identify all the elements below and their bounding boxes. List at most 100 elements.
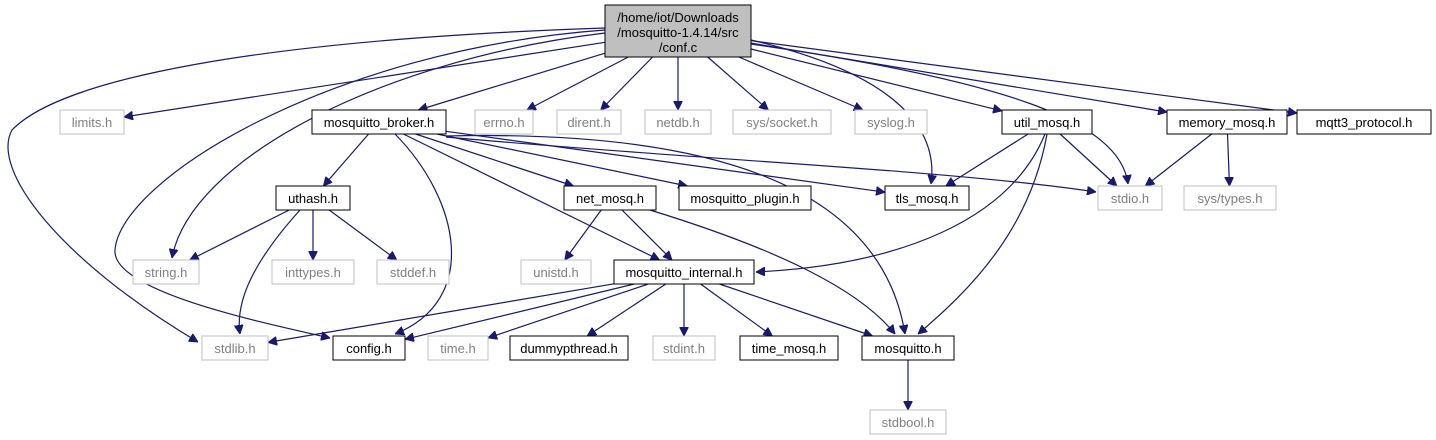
node-label: time_mosq.h	[752, 341, 826, 356]
node-label: syslog.h	[867, 115, 915, 130]
node-label: mosquitto_broker.h	[324, 115, 435, 130]
edge-mosquitto-internal-to-stdlib	[268, 283, 615, 343]
root-path-line-3: /conf.c	[659, 40, 698, 55]
edge-net-mosq-to-mosquitto	[649, 209, 895, 334]
edge-mosquitto-internal-to-dummypthread	[587, 283, 667, 336]
edge-mosquitto-broker-to-uthash	[323, 133, 370, 186]
node-syslog: syslog.h	[854, 109, 928, 135]
node-time-mosq[interactable]: time_mosq.h	[739, 335, 839, 361]
node-label: string.h	[145, 265, 188, 280]
edge-mosquitto-internal-to-mosquitto	[719, 283, 872, 336]
node-label: sys/types.h	[1197, 191, 1262, 206]
node-stdio: stdio.h	[1097, 185, 1163, 211]
node-box	[1296, 109, 1432, 135]
node-box	[1183, 185, 1277, 211]
node-box	[884, 185, 970, 211]
node-uthash[interactable]: uthash.h	[275, 185, 351, 211]
node-box	[132, 259, 200, 285]
node-mqtt3-protocol[interactable]: mqtt3_protocol.h	[1296, 109, 1432, 135]
node-label: mosquitto.h	[874, 341, 941, 356]
node-mosquitto[interactable]: mosquitto.h	[861, 335, 955, 361]
node-label: util_mosq.h	[1014, 115, 1080, 130]
edge-root-to-mqtt3-protocol	[750, 40, 1297, 113]
edge-root-to-mosquitto-broker	[418, 52, 606, 110]
node-config[interactable]: config.h	[332, 335, 406, 361]
node-tls-mosq[interactable]: tls_mosq.h	[884, 185, 970, 211]
node-box	[861, 335, 955, 361]
node-label: inttypes.h	[285, 265, 341, 280]
node-label: uthash.h	[288, 191, 338, 206]
edge-memory-mosq-to-stdio	[1145, 133, 1213, 186]
edge-uthash-to-stddef	[328, 209, 397, 260]
node-dirent: dirent.h	[556, 109, 622, 135]
node-inttypes: inttypes.h	[271, 259, 355, 285]
root-node-conf-c[interactable]: /home/iot/Downloads /mosquitto-1.4.14/sr…	[604, 4, 752, 58]
node-unistd: unistd.h	[520, 259, 592, 285]
edge-root-to-util-mosq	[750, 48, 1002, 111]
node-limits: limits.h	[59, 109, 125, 135]
node-sys-socket: sys/socket.h	[732, 109, 832, 135]
edge-mosquitto-broker-to-stdio	[445, 136, 1096, 192]
edge-util-mosq-to-mosquitto-internal	[756, 133, 1046, 272]
edge-util-mosq-to-tls-mosq	[946, 133, 1029, 186]
edge-util-mosq-to-mosquitto	[918, 133, 1048, 334]
node-box	[854, 109, 928, 135]
node-box	[613, 259, 755, 285]
edge-root-to-errno	[527, 56, 629, 111]
node-net-mosq[interactable]: net_mosq.h	[563, 185, 657, 211]
edge-mosquitto-broker-to-mosquitto-internal	[403, 133, 659, 261]
node-box	[1097, 185, 1163, 211]
edge-uthash-to-stdlib	[239, 209, 301, 334]
node-label: dummypthread.h	[520, 341, 618, 356]
node-memory-mosq[interactable]: memory_mosq.h	[1166, 109, 1288, 135]
node-time: time.h	[427, 335, 489, 361]
node-box	[739, 335, 839, 361]
edge-root-to-limits	[124, 41, 606, 117]
node-mosquitto-plugin[interactable]: mosquitto_plugin.h	[678, 185, 812, 211]
node-errno: errno.h	[474, 109, 534, 135]
node-mosquitto-internal[interactable]: mosquitto_internal.h	[613, 259, 755, 285]
node-sys-types: sys/types.h	[1183, 185, 1277, 211]
edge-util-mosq-to-stdio	[1059, 133, 1117, 186]
node-box	[201, 335, 269, 361]
node-box	[474, 109, 534, 135]
node-box	[59, 109, 125, 135]
node-box	[1001, 109, 1093, 135]
edge-mosquitto-internal-to-time	[488, 283, 649, 338]
node-util-mosq[interactable]: util_mosq.h	[1001, 109, 1093, 135]
edge-root-to-stdio	[750, 43, 1128, 184]
node-dummypthread[interactable]: dummypthread.h	[509, 335, 629, 361]
edge-mosquitto-broker-to-mosquitto	[445, 134, 905, 334]
node-box	[644, 109, 712, 135]
edge-root-to-syslog	[738, 56, 863, 110]
edge-root-to-sys-socket	[707, 56, 769, 110]
node-stdint: stdint.h	[652, 335, 716, 361]
node-box	[869, 409, 947, 435]
node-netdb: netdb.h	[644, 109, 712, 135]
edge-mosquitto-broker-to-mosquitto-plugin	[436, 133, 687, 186]
node-stddef: stddef.h	[376, 259, 450, 285]
node-box	[520, 259, 592, 285]
node-label: stdio.h	[1111, 191, 1149, 206]
edge-mosquitto-broker-to-tls-mosq	[445, 130, 885, 192]
edge-uthash-to-string	[190, 209, 290, 261]
edge-root-to-stdlib	[7, 27, 606, 343]
node-label: netdb.h	[656, 115, 699, 130]
node-box	[556, 109, 622, 135]
node-label: config.h	[346, 341, 392, 356]
node-label: time.h	[440, 341, 475, 356]
node-box	[311, 109, 447, 135]
node-label: mqtt3_protocol.h	[1316, 115, 1413, 130]
node-mosquitto-broker[interactable]: mosquitto_broker.h	[311, 109, 447, 135]
node-box	[678, 185, 812, 211]
node-box	[652, 335, 716, 361]
edge-root-to-tls-mosq	[750, 39, 932, 184]
node-label: mosquitto_plugin.h	[690, 191, 799, 206]
node-box	[271, 259, 355, 285]
node-string: string.h	[132, 259, 200, 285]
node-label: memory_mosq.h	[1179, 115, 1276, 130]
edge-net-mosq-to-mosquitto-internal	[621, 209, 672, 260]
node-box	[1166, 109, 1288, 135]
node-label: limits.h	[72, 115, 112, 130]
